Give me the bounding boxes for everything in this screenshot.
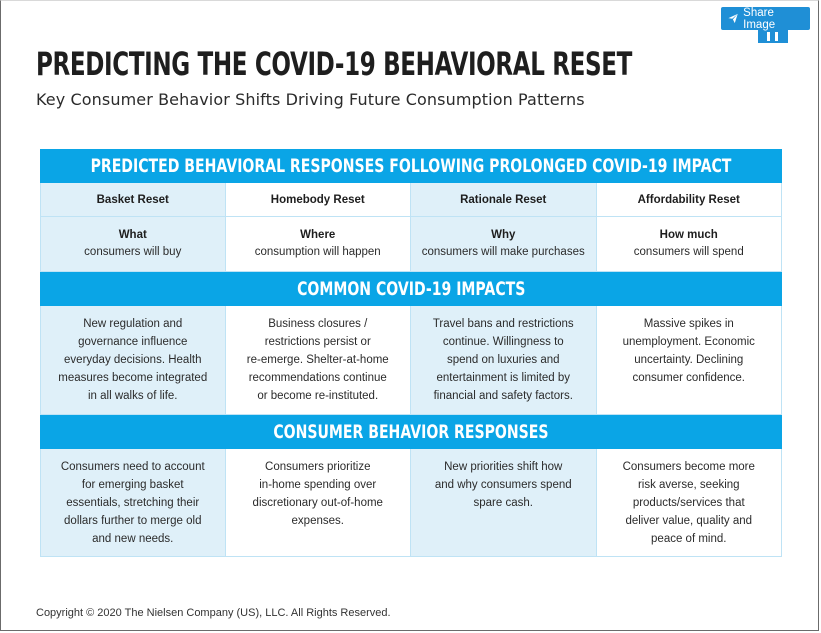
impacts-row: New regulation and governance influence …	[40, 306, 782, 415]
column-header-homebody-reset: Homebody Reset	[225, 183, 411, 217]
text-line: governance influence	[78, 336, 188, 348]
share-image-label: Share Image	[743, 6, 776, 31]
response-cell: Consumers become more risk averse, seeki…	[596, 449, 782, 557]
text-line: financial and safety factors.	[433, 390, 573, 402]
impact-cell: Business closures / restrictions persist…	[225, 306, 411, 415]
text-line: or become re-instituted.	[257, 390, 379, 402]
text-line: unemployment. Economic	[622, 336, 755, 348]
banner-consumer-responses-text: CONSUMER BEHAVIOR RESPONSES	[273, 421, 549, 443]
column-header-row: Basket Reset Homebody Reset Rationale Re…	[40, 183, 782, 217]
share-tab-decoration	[758, 28, 788, 43]
impact-cell: Massive spikes in unemployment. Economic…	[596, 306, 782, 415]
focus-title: What	[118, 229, 147, 241]
copyright-notice: Copyright © 2020 The Nielsen Company (US…	[36, 607, 391, 619]
responses-row: Consumers need to account for emerging b…	[40, 449, 782, 557]
banner-common-impacts-text: COMMON COVID-19 IMPACTS	[296, 278, 526, 300]
page-title: PREDICTING THE COVID-19 BEHAVIORAL RESET	[36, 45, 632, 83]
text-line: recommendations continue	[248, 372, 387, 384]
text-line: Consumers need to account	[60, 461, 205, 473]
text-line: risk averse, seeking	[637, 479, 740, 491]
reset-table: PREDICTED BEHAVIORAL RESPONSES FOLLOWING…	[40, 149, 782, 557]
banner-consumer-responses: CONSUMER BEHAVIOR RESPONSES	[40, 415, 782, 449]
text-line: New priorities shift how	[444, 461, 563, 473]
text-line: Consumers become more	[622, 461, 755, 473]
response-cell: Consumers need to account for emerging b…	[40, 449, 226, 557]
focus-text: consumers will spend	[633, 246, 744, 258]
text-line: and new needs.	[92, 533, 174, 545]
response-cell: Consumers prioritize in-home spending ov…	[225, 449, 411, 557]
text-line: deliver value, quality and	[625, 515, 753, 527]
text-line: uncertainty. Declining	[634, 354, 744, 366]
text-line: continue. Willingness to	[442, 336, 564, 348]
focus-title: Why	[491, 229, 516, 241]
text-line: Massive spikes in	[643, 318, 734, 330]
text-line: everyday decisions. Health	[64, 354, 202, 366]
focus-title: Where	[300, 229, 336, 241]
column-header-affordability-reset: Affordability Reset	[596, 183, 782, 217]
text-line: spend on luxuries and	[446, 354, 560, 366]
text-line: entertainment is limited by	[436, 372, 571, 384]
text-line: restrictions persist or	[264, 336, 371, 348]
text-line: essentials, stretching their	[66, 497, 200, 509]
column-header-rationale-reset: Rationale Reset	[411, 183, 597, 217]
text-line: dollars further to merge old	[64, 515, 202, 527]
share-image-widget: Share Image	[721, 6, 810, 43]
banner-common-impacts: COMMON COVID-19 IMPACTS	[40, 272, 782, 306]
column-header-basket-reset: Basket Reset	[40, 183, 226, 217]
impact-cell: Travel bans and restrictions continue. W…	[411, 306, 597, 415]
focus-text: consumers will buy	[84, 246, 182, 258]
text-line: expenses.	[291, 515, 344, 527]
text-line: Consumers prioritize	[265, 461, 371, 473]
text-line: discretionary out-of-home	[252, 497, 383, 509]
text-line: Travel bans and restrictions	[432, 318, 574, 330]
page-subtitle: Key Consumer Behavior Shifts Driving Fut…	[36, 90, 585, 109]
banner-predicted-responses: PREDICTED BEHAVIORAL RESPONSES FOLLOWING…	[40, 149, 782, 183]
text-line: Business closures /	[268, 318, 368, 330]
focus-title: How much	[659, 229, 718, 241]
focus-row: What consumers will buy Where consumptio…	[40, 217, 782, 272]
share-image-button[interactable]: Share Image	[721, 6, 810, 31]
focus-cell: What consumers will buy	[40, 217, 226, 272]
text-line: consumer confidence.	[632, 372, 745, 384]
text-line: spare cash.	[473, 497, 533, 509]
text-line: peace of mind.	[651, 533, 727, 545]
text-line: measures become integrated	[58, 372, 208, 384]
text-line: in-home spending over	[259, 479, 377, 491]
focus-cell: How much consumers will spend	[596, 217, 782, 272]
impact-cell: New regulation and governance influence …	[40, 306, 226, 415]
text-line: re-emerge. Shelter-at-home	[246, 354, 389, 366]
focus-text: consumption will happen	[254, 246, 381, 258]
paper-plane-icon	[728, 13, 738, 24]
text-line: in all walks of life.	[88, 390, 178, 402]
text-line: New regulation and	[83, 318, 183, 330]
text-line: for emerging basket	[81, 479, 184, 491]
text-line: products/services that	[632, 497, 745, 509]
response-cell: New priorities shift how and why consume…	[411, 449, 597, 557]
focus-cell: Why consumers will make purchases	[411, 217, 597, 272]
focus-cell: Where consumption will happen	[225, 217, 411, 272]
focus-text: consumers will make purchases	[421, 246, 585, 258]
text-line: and why consumers spend	[434, 479, 572, 491]
banner-predicted-responses-text: PREDICTED BEHAVIORAL RESPONSES FOLLOWING…	[90, 155, 732, 177]
